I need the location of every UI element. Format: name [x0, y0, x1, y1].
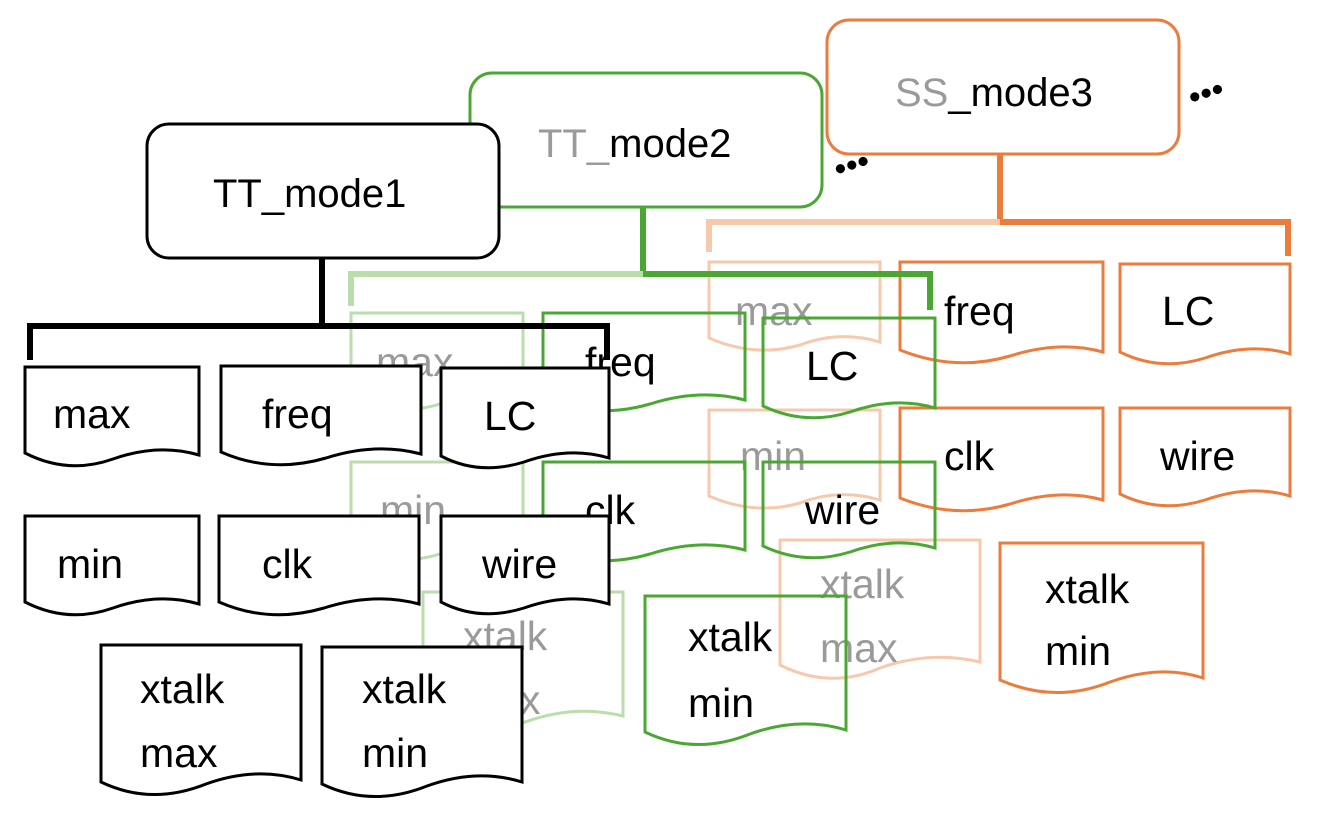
mode1-doc-min[interactable]	[23, 514, 201, 617]
mode1-doc-xtalk-min-label-1: xtalk	[362, 666, 447, 712]
mode3-doc-max	[707, 260, 882, 352]
mode1-doc-freq-label: freq	[262, 391, 333, 437]
mode3-doc-freq[interactable]	[898, 260, 1105, 365]
mode1-doc-wire-label: wire	[481, 541, 557, 587]
mode3-doc-xtalk-min-label-1: xtalk	[1045, 566, 1130, 612]
mode2-doc-lc-label: LC	[806, 343, 858, 389]
mode1-doc-xtalk-max[interactable]	[99, 643, 303, 796]
mode3-bracket-light	[706, 219, 1000, 252]
mode3-doc-wire-label: wire	[1159, 433, 1235, 479]
mode3-doc-clk[interactable]	[898, 406, 1105, 513]
mode3-label: SS_mode3	[895, 71, 1093, 115]
mode2-doc-xtalk-min-label-1: xtalk	[688, 614, 773, 660]
mode1-doc-clk-label: clk	[262, 541, 313, 587]
mode2-label-solid: mode2	[609, 122, 731, 166]
mode1-doc-xtalk-max-label-2: max	[140, 730, 218, 776]
mode2-doc-wire-label: wire	[804, 487, 880, 533]
mode3-doc-xtalk-max-label-2: max	[820, 625, 898, 671]
mode2-bracket-light	[348, 271, 643, 306]
mode1-label: TT_mode1	[213, 172, 406, 216]
mode1-doc-freq[interactable]	[219, 364, 423, 467]
mode3-doc-lc[interactable]	[1118, 262, 1292, 366]
mode1-group: TT_mode1 max freq LC min clk wire xtalk …	[23, 122, 611, 798]
mode3-doc-xtalk-min-label-2: min	[1045, 628, 1111, 674]
mode2-label-faded: TT_	[538, 122, 610, 166]
mode1-doc-lc[interactable]	[439, 366, 611, 470]
mode2-doc-wire[interactable]	[761, 460, 937, 560]
mode3-group: SS_mode3 max min xtalk max freq LC clk w…	[706, 18, 1292, 694]
mode3-doc-lc-label: LC	[1162, 288, 1214, 334]
ellipsis-after-mode3: •••	[1183, 70, 1229, 117]
mode2-doc-xtalk-min-label-2: min	[688, 680, 754, 726]
mode1-bracket	[27, 323, 610, 360]
mode1-doc-xtalk-min[interactable]	[320, 645, 524, 798]
mode3-doc-xtalk-min[interactable]	[998, 541, 1205, 694]
mode1-doc-xtalk-max-label-1: xtalk	[140, 666, 225, 712]
mode3-doc-wire[interactable]	[1118, 406, 1292, 508]
mode3-label-faded: SS	[895, 71, 948, 115]
mode3-label-solid: _mode3	[947, 71, 1093, 115]
mode3-doc-freq-label: freq	[944, 288, 1015, 334]
mode2-bracket	[643, 271, 933, 310]
mode1-doc-xtalk-min-label-2: min	[362, 730, 428, 776]
mode3-doc-xtalk-max	[778, 538, 982, 680]
mode3-doc-clk-label: clk	[944, 433, 995, 479]
mode3-doc-xtalk-max-label-1: xtalk	[820, 561, 905, 607]
mode3-doc-max-label: max	[735, 288, 813, 334]
mode3-doc-min	[707, 408, 882, 510]
mode2-label: TT_mode2	[538, 122, 731, 166]
mode3-doc-min-label: min	[740, 433, 806, 479]
mode2-doc-xtalk-min[interactable]	[643, 594, 848, 746]
mode1-doc-wire[interactable]	[439, 514, 611, 616]
mode1-doc-lc-label: LC	[484, 393, 536, 439]
mode1-doc-clk[interactable]	[217, 514, 421, 617]
mode2-doc-lc[interactable]	[761, 316, 937, 420]
mode1-doc-max[interactable]	[23, 365, 201, 468]
mode3-bracket	[1000, 219, 1291, 256]
mode1-doc-max-label: max	[53, 391, 131, 437]
mode2-group: TT_mode2 max min xtalk max freq LC clk w…	[348, 71, 937, 746]
mode1-doc-min-label: min	[57, 541, 123, 587]
